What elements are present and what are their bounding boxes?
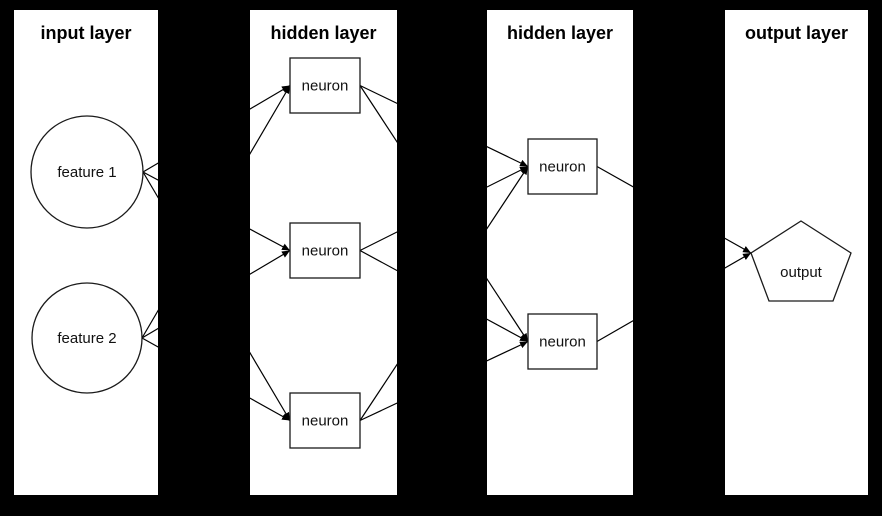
edge-h1n3-h2n2 — [359, 340, 529, 422]
node-h1n3-rect — [289, 392, 361, 449]
edge-feature2-h1n3 — [141, 337, 291, 422]
node-feature2-circle — [31, 282, 143, 394]
layer-title-hidden1: hidden layer — [270, 23, 376, 43]
edge-feature1-h1n1 — [142, 84, 291, 173]
edge-h1n1-h2n1 — [359, 84, 529, 168]
edge-feature2-h1n2 — [141, 249, 291, 339]
node-label-out1: output — [780, 264, 823, 281]
node-label-feature2: feature 2 — [57, 330, 116, 347]
node-h1n1-rect — [289, 57, 361, 114]
edge-h1n3-h2n1 — [359, 166, 529, 421]
node-label-h1n3: neuron — [302, 413, 349, 430]
node-out1-pentagon — [750, 220, 852, 302]
edge-h2n2-out1 — [596, 252, 752, 343]
node-h2n1-rect — [527, 138, 598, 195]
node-label-h1n2: neuron — [302, 243, 349, 260]
edge-h2n1-out1 — [596, 165, 752, 254]
node-label-h1n1: neuron — [302, 78, 349, 95]
node-feature1-circle — [30, 115, 144, 229]
node-h1n2-rect — [289, 222, 361, 279]
layer-panel-input — [14, 10, 158, 495]
layer-panel-hidden2 — [487, 10, 633, 495]
edge-feature1-h1n3 — [142, 171, 291, 421]
node-label-h2n1: neuron — [539, 159, 586, 176]
layer-title-output: output layer — [745, 23, 848, 43]
layer-title-hidden2: hidden layer — [507, 23, 613, 43]
node-label-feature1: feature 1 — [57, 164, 116, 181]
edge-feature2-h1n1 — [141, 85, 291, 339]
edge-h1n1-h2n2 — [359, 85, 529, 342]
edge-h1n2-h2n1 — [359, 165, 529, 252]
edge-h1n2-h2n2 — [359, 249, 529, 343]
node-label-h2n2: neuron — [539, 334, 586, 351]
node-h2n2-rect — [527, 313, 598, 370]
layer-title-input: input layer — [40, 23, 131, 43]
